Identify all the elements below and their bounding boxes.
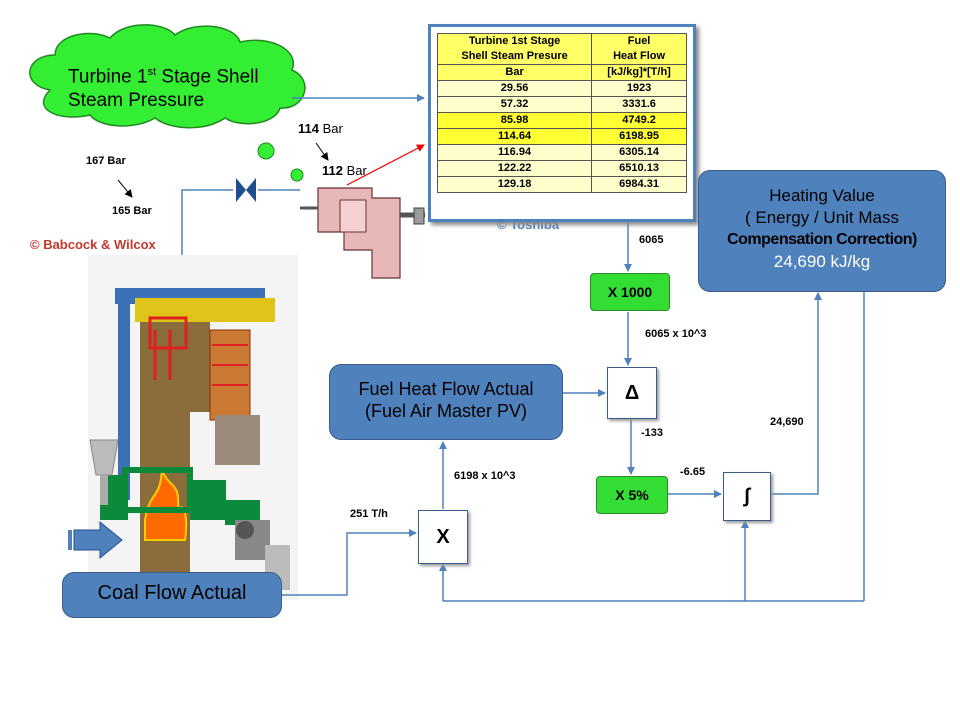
fuel-heat-line1: Fuel Heat Flow Actual [358,379,534,399]
cloud-line1-sup: st [147,66,157,78]
cell: 6198.95 [591,128,687,145]
pressure-165-label: 165 Bar [112,205,152,217]
fuel-heat-line2: (Fuel Air Master PV) [364,401,528,421]
cell: 6305.14 [591,144,687,161]
signal-24690: 24,690 [770,416,804,428]
heating-line2: ( Energy / Unit Mass [745,208,899,227]
signal-neg665: -6.65 [680,466,706,478]
heating-value-block: Heating Value ( Energy / Unit Mass Compe… [698,170,946,292]
unit-bar: Bar [436,64,593,81]
table-header-row: Turbine 1st Stage Shell Steam Presure Fu… [436,33,687,65]
signal-6065x: 6065 x 10^3 [645,328,707,340]
cloud-line2: Steam Pressure [68,90,205,112]
table-units-row: Bar [kJ/kg]*[T/h] [436,64,687,81]
unit-heat: [kJ/kg]*[T/h] [591,64,687,81]
cell: 6984.31 [591,176,687,193]
cell: 116.94 [436,144,593,161]
heating-value: 24,690 kJ/kg [773,252,871,271]
pressure-112-label: 112 Bar [322,163,367,178]
cell: 85.98 [436,112,593,129]
x1000-block: X 1000 [590,273,670,311]
heating-line3: Compensation Correction) [727,231,917,248]
signal-6065: 6065 [639,234,664,246]
cell: 1923 [591,80,687,97]
cell: 122.22 [436,160,593,177]
babcock-wilcox-credit: © Babcock & Wilcox [30,237,156,252]
integral-block: ∫ [723,472,771,521]
pressure-114-label: 114 Bar [298,121,343,136]
turbine-icon [300,187,425,279]
header-heat-flow: Fuel Heat Flow [591,33,687,65]
cloud-line1b: Stage Shell [156,66,259,88]
heating-line1: Heating Value [769,186,875,205]
boiler-illustration [88,255,298,600]
cell: 57.32 [436,96,593,113]
x5-percent-block: X 5% [596,476,668,514]
coal-flow-actual-block: Coal Flow Actual [62,572,282,618]
fuel-heat-flow-actual-block: Fuel Heat Flow Actual (Fuel Air Master P… [329,364,563,440]
p114-num: 114 [298,121,319,136]
cell: 6510.13 [591,160,687,177]
signal-neg133: -133 [641,427,664,439]
cloud-line1a: Turbine 1 [68,66,148,88]
cell: 3331.6 [591,96,687,113]
pressure-167-label: 167 Bar [86,155,126,167]
cell: 129.18 [436,176,593,193]
coal-feed-arrow-icon [68,520,123,560]
signal-6198: 6198 x 10^3 [454,470,516,482]
p112-num: 112 [322,163,343,178]
cell: 4749.2 [591,112,687,129]
multiply-block: X [418,510,468,564]
lookup-table-panel: Turbine 1st Stage Shell Steam Presure Fu… [428,24,696,222]
cloud-shape [29,24,306,129]
p114-unit: Bar [318,121,343,136]
signal-251: 251 T/h [350,508,388,520]
p112-unit: Bar [342,163,367,178]
delta-block: Δ [607,367,657,419]
header-pressure: Turbine 1st Stage Shell Steam Presure [436,33,593,65]
cell: 29.56 [436,80,593,97]
cell: 114.64 [436,128,593,145]
valve-icon [236,178,256,202]
lookup-table: Turbine 1st Stage Shell Steam Presure Fu… [436,33,687,193]
turbine-pressure-cloud-label: Turbine 1st Stage Shell Steam Pressure [68,60,259,113]
